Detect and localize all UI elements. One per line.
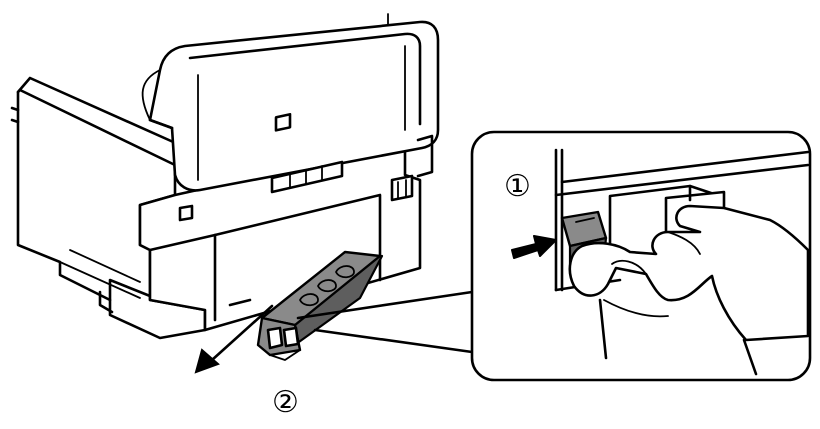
printer-body (12, 14, 438, 338)
step-2-label: ② (272, 385, 299, 420)
step-1-label: ① (504, 169, 531, 204)
